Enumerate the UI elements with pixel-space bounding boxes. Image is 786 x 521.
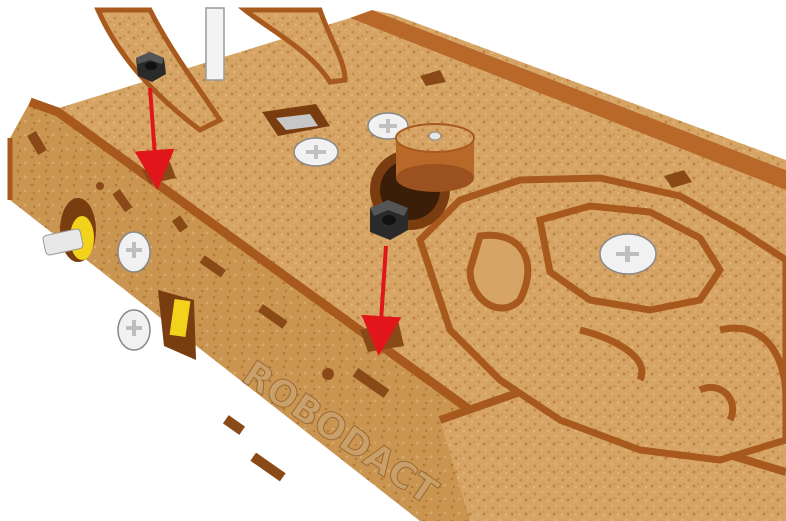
vertical-rod	[206, 8, 224, 80]
